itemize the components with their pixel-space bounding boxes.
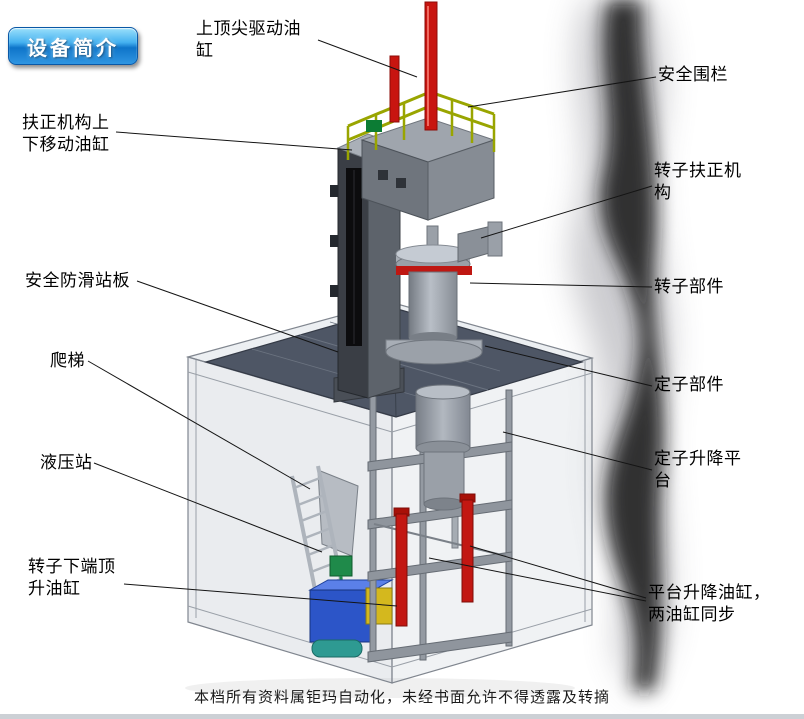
callout-stator-lift-platform: 定子升降平台 [654, 449, 742, 490]
footer-confidentiality-note: 本档所有资料属钜玛自动化，未经书面允许不得透露及转摘 [193, 689, 610, 706]
callout-stator-component: 定子部件 [654, 375, 724, 394]
callout-platform-lift-cylinders: 平台升降油缸，两油缸同步 [648, 583, 771, 624]
callout-safety-fence: 安全围栏 [658, 65, 728, 84]
bottom-strip [0, 714, 804, 719]
callout-rotor-bottom-jack-cylinder: 转子下端顶升油缸 [28, 557, 116, 598]
callout-hydraulic-station: 液压站 [40, 453, 93, 472]
title-badge-label: 设备简介 [27, 37, 119, 60]
callout-ladder: 爬梯 [50, 351, 85, 370]
leader-lines [87, 39, 657, 607]
top-drive-cylinders-shape [389, 1, 438, 131]
rotor-assembly [385, 221, 503, 365]
platform-lift-cylinders-shape [393, 493, 476, 627]
main-column [330, 133, 405, 403]
callout-rotor-component: 转子部件 [654, 277, 724, 296]
stator-assembly [415, 384, 471, 511]
head-box [360, 117, 496, 221]
title-badge: 设备简介 [8, 27, 138, 65]
callout-centering-updown-cylinder: 扶正机构上下移动油缸 [22, 113, 110, 154]
callout-rotor-centering-mechanism: 转子扶正机构 [654, 161, 742, 202]
callout-anti-slip-platform: 安全防滑站板 [25, 271, 130, 290]
callout-top-drive-cylinder: 上顶尖驱动油缸 [196, 19, 301, 60]
smoke-shadow-shape [570, 0, 671, 700]
ground-shadow [185, 678, 575, 698]
